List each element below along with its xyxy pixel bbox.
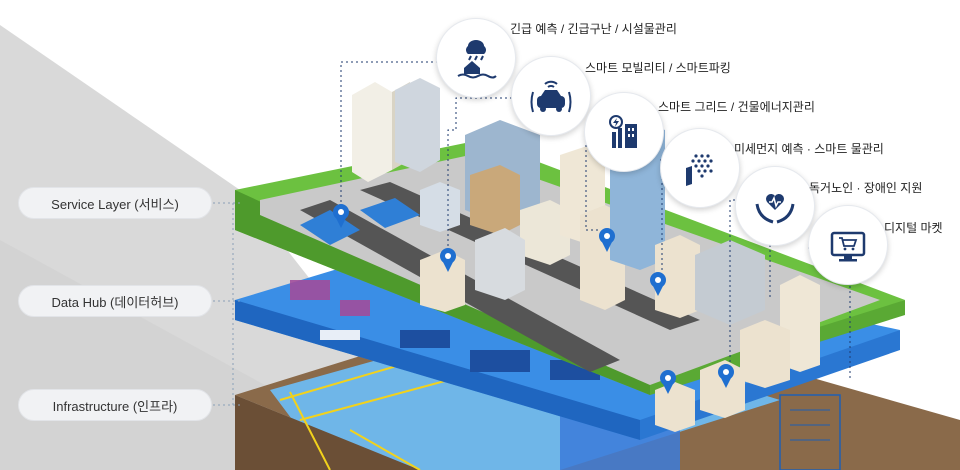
service-circle-fine-dust xyxy=(660,128,740,208)
service-label-grid: 스마트 그리드 / 건물에너지관리 xyxy=(658,100,815,114)
layer-label-infrastructure: Infrastructure (인프라) xyxy=(52,398,178,414)
layer-label-service: Service Layer (서비스) xyxy=(51,196,179,212)
service-circle-grid xyxy=(584,92,664,172)
service-circle-market xyxy=(808,205,888,285)
care-heart-icon xyxy=(755,194,795,224)
smart-grid-icon xyxy=(609,115,637,148)
layer-connectors xyxy=(213,202,240,406)
service-circle-mobility xyxy=(511,56,591,136)
layer-pill-infrastructure: Infrastructure (인프라) xyxy=(18,389,212,421)
layer-label-data-hub: Data Hub (데이터허브) xyxy=(51,294,179,310)
service-label-mobility: 스마트 모빌리티 / 스마트파킹 xyxy=(585,61,731,75)
service-circle-emergency xyxy=(436,18,516,98)
smart-car-icon xyxy=(530,80,572,113)
map-pin-icon xyxy=(599,228,615,252)
service-circle-care xyxy=(735,166,815,246)
map-pin-icon xyxy=(333,204,349,228)
digital-market-icon xyxy=(830,231,866,262)
map-pin-icon xyxy=(650,272,666,296)
fine-dust-icon xyxy=(686,154,713,186)
service-label-care: 독거노인 · 장애인 지원 xyxy=(809,181,923,195)
map-pin-icon xyxy=(718,364,734,388)
service-label-market: 디지털 마켓 xyxy=(884,221,943,235)
flood-house-icon xyxy=(457,40,497,79)
layer-pill-data-hub: Data Hub (데이터허브) xyxy=(18,285,212,317)
map-pin-icon xyxy=(440,248,456,272)
service-label-emergency: 긴급 예측 / 긴급구난 / 시설물관리 xyxy=(510,22,677,36)
map-pin-icon xyxy=(660,370,676,394)
location-pins xyxy=(333,204,734,394)
layer-pill-service: Service Layer (서비스) xyxy=(18,187,212,219)
service-label-fine-dust: 미세먼지 예측 · 스마트 물관리 xyxy=(734,142,884,156)
